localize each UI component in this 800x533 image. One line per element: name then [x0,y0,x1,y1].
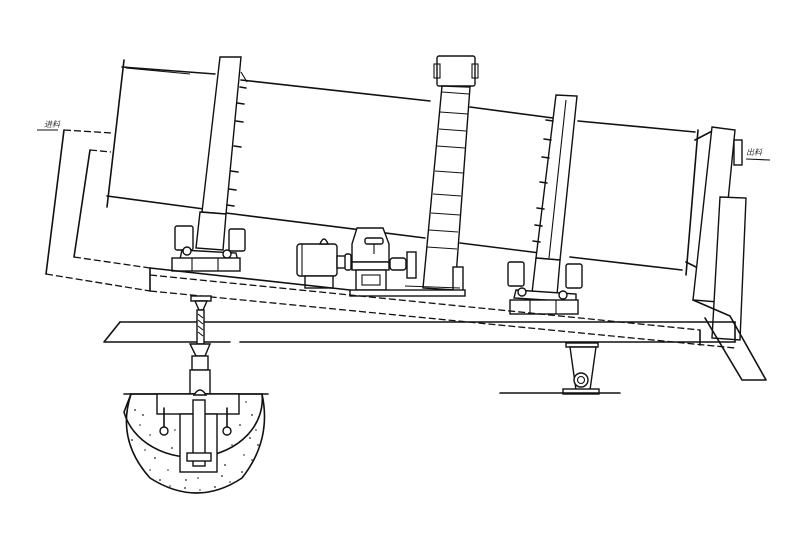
inlet-hood: 进料 [37,120,151,292]
drive-motor [296,238,338,289]
coupling [336,253,352,271]
gear-reducer [351,227,464,294]
base-frame [149,267,736,349]
concrete-pit [123,389,269,494]
outlet-label: 出料 [746,148,763,157]
pivot-hinge-support [499,342,621,395]
girth-gear [422,55,479,291]
drive-base [349,289,466,297]
outlet-hood: 出料 [692,126,771,381]
hydraulic-jack [188,295,212,395]
drive-train [296,227,466,297]
ground-beam [103,321,736,343]
concrete-texture [131,401,259,491]
outlet-leader-line [745,158,771,161]
support-roller-left [171,211,246,272]
support-roller-right [507,257,583,315]
inlet-label: 进料 [44,120,61,129]
rolling-ring-left [201,56,248,215]
rolling-ring-right [532,94,578,261]
